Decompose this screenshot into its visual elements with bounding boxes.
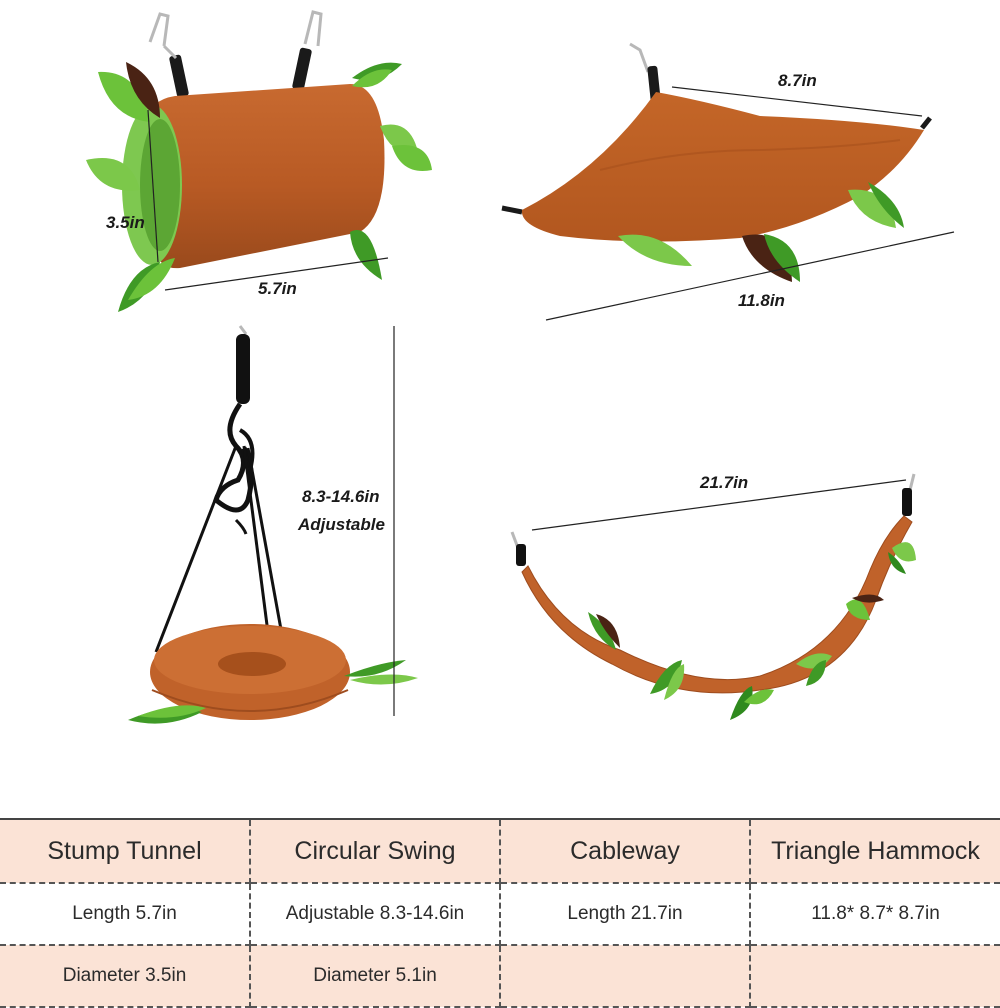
tunnel-height-label: 3.5in	[106, 213, 145, 232]
tunnel-length-label: 5.7in	[258, 279, 297, 298]
cell-cableway-length: Length 21.7in	[500, 883, 751, 946]
spec-header-row: Stump Tunnel Circular Swing Cableway Tri…	[0, 819, 1000, 884]
swing-leaves	[128, 660, 418, 724]
cell-hammock-empty	[750, 945, 1000, 1008]
stump-tunnel: 3.5in 5.7in	[86, 10, 432, 312]
header-cableway: Cableway	[500, 819, 751, 884]
tunnel-body	[148, 84, 385, 269]
spec-table: Stump Tunnel Circular Swing Cableway Tri…	[0, 818, 1000, 1008]
cell-tunnel-length: Length 5.7in	[0, 883, 251, 946]
cableway-body	[521, 515, 913, 694]
hammock-bottom-label: 11.8in	[738, 291, 785, 310]
cell-hammock-size: 11.8* 8.7* 8.7in	[750, 883, 1000, 946]
cableway-length-label: 21.7in	[699, 473, 748, 492]
hammock-body	[521, 92, 924, 242]
header-triangle-hammock: Triangle Hammock	[750, 819, 1000, 884]
swing-height-label: 8.3-14.6in	[302, 487, 380, 506]
tunnel-hook-left	[148, 12, 189, 98]
cell-tunnel-diameter: Diameter 3.5in	[0, 945, 251, 1008]
header-stump-tunnel: Stump Tunnel	[0, 819, 251, 884]
cableway: 21.7in	[510, 473, 916, 720]
cell-swing-length: Adjustable 8.3-14.6in	[250, 883, 501, 946]
product-scene: 3.5in 5.7in 8.7in 11.8in	[86, 10, 955, 724]
cell-cableway-empty	[500, 945, 751, 1008]
cell-swing-diameter: Diameter 5.1in	[250, 945, 501, 1008]
tunnel-leaves	[86, 62, 432, 312]
tunnel-hook-right	[292, 10, 323, 91]
spec-row-diameter: Diameter 3.5in Diameter 5.1in	[0, 945, 1000, 1008]
circular-swing: 8.3-14.6in Adjustable	[128, 325, 418, 724]
triangle-hammock: 8.7in 11.8in	[501, 42, 955, 321]
cableway-leaves	[588, 542, 916, 720]
spec-row-length: Length 5.7in Adjustable 8.3-14.6in Lengt…	[0, 883, 1000, 946]
hammock-top-label: 8.7in	[778, 71, 817, 90]
swing-adjustable-label: Adjustable	[297, 515, 385, 534]
header-circular-swing: Circular Swing	[250, 819, 501, 884]
